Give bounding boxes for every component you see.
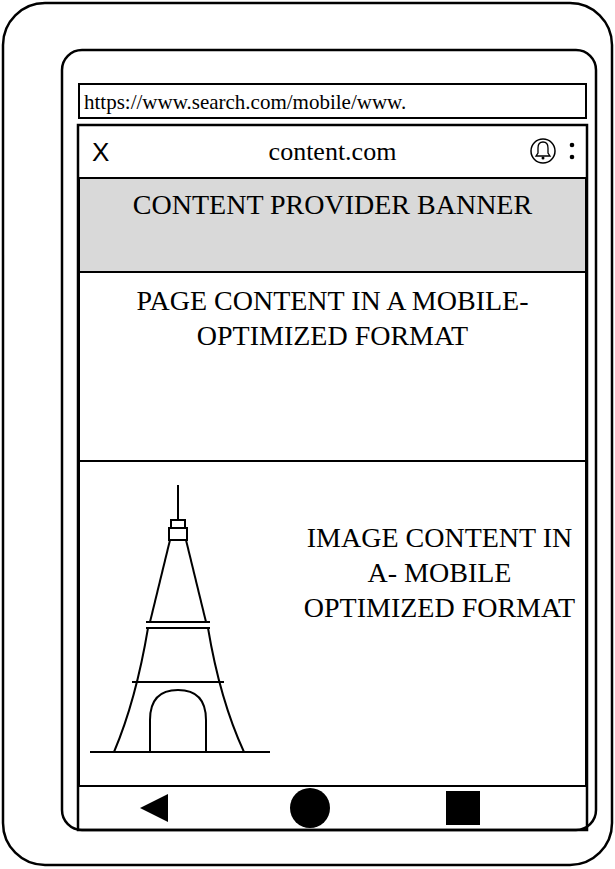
node-text: PAGE CONTENT IN A MOBILE-OPTIMIZED FORMA… xyxy=(120,283,545,353)
recents-button xyxy=(446,791,480,825)
url-bar: https://www.search.com/mobile/www. xyxy=(78,83,587,119)
eiffel-tower-image xyxy=(90,485,270,752)
phone-screen xyxy=(62,50,596,830)
node-text: https://www.search.com/mobile/www. xyxy=(84,89,581,115)
node-text: CONTENT PROVIDER BANNER xyxy=(100,187,565,222)
close-button: X xyxy=(92,135,109,168)
browser-header: Xcontent.com xyxy=(78,125,587,178)
menu-icon xyxy=(570,143,575,160)
page-content-box: PAGE CONTENT IN A MOBILE-OPTIMIZED FORMA… xyxy=(78,271,587,462)
bell-icon xyxy=(531,139,555,163)
node-text: IMAGE CONTENT IN A- MOBILE OPTIMIZED FOR… xyxy=(302,520,577,625)
image-content-box: IMAGE CONTENT IN A- MOBILE OPTIMIZED FOR… xyxy=(78,460,587,787)
content-provider-banner: CONTENT PROVIDER BANNER xyxy=(78,177,587,273)
home-button xyxy=(290,788,330,828)
phone-housing xyxy=(3,3,612,865)
site-title: content.com xyxy=(138,135,527,168)
browser-frame xyxy=(78,125,587,830)
back-button xyxy=(140,794,168,822)
